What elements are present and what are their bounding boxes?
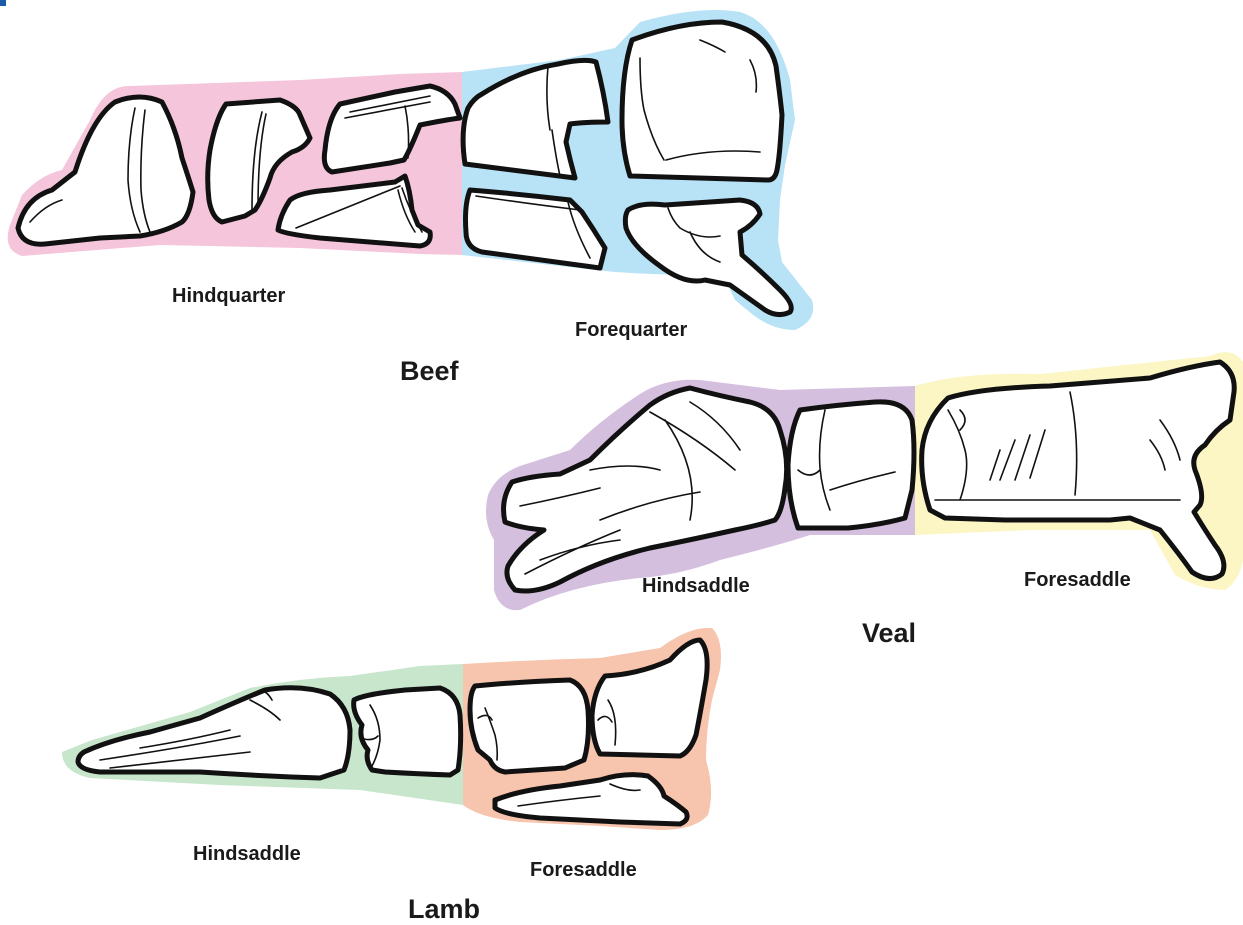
beef-group bbox=[8, 10, 814, 330]
veal-hindsaddle-label: Hindsaddle bbox=[642, 575, 750, 597]
lamb-foresaddle-label: Foresaddle bbox=[530, 859, 637, 881]
beef-hindquarter-label: Hindquarter bbox=[172, 285, 286, 307]
veal-foresaddle-label: Foresaddle bbox=[1024, 569, 1131, 591]
veal-title: Veal bbox=[862, 618, 916, 648]
corner-mark bbox=[0, 0, 6, 6]
lamb-hindsaddle-label: Hindsaddle bbox=[193, 843, 301, 865]
beef-round-cut bbox=[18, 97, 193, 244]
lamb-title: Lamb bbox=[408, 894, 480, 924]
veal-loin-cut bbox=[788, 402, 914, 528]
lamb-loin-cut bbox=[354, 688, 461, 775]
beef-title: Beef bbox=[400, 356, 460, 386]
lamb-rack-cut bbox=[470, 680, 589, 772]
veal-foresaddle-cut bbox=[922, 362, 1235, 579]
beef-forequarter-label: Forequarter bbox=[575, 319, 687, 341]
beef-chuck-cut bbox=[622, 22, 782, 180]
lamb-group bbox=[62, 628, 721, 830]
